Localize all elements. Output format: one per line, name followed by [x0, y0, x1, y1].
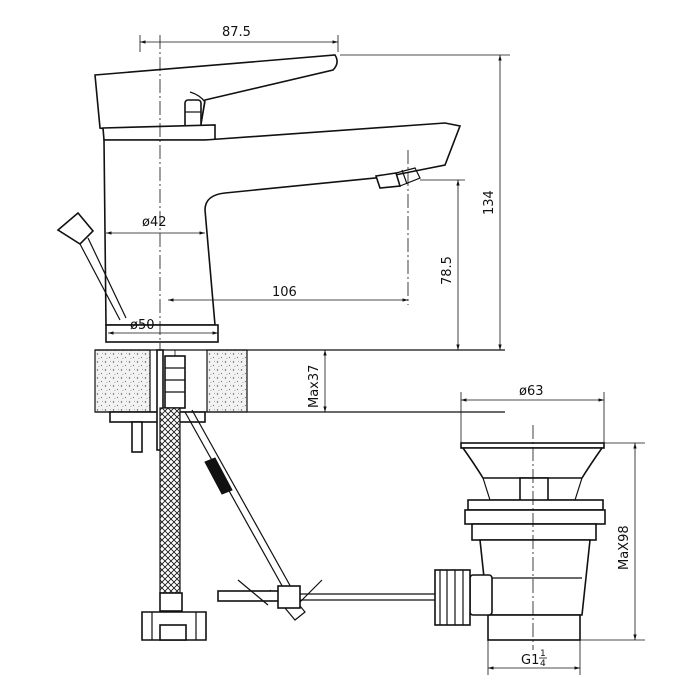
faucet-handle-lever: [94, 54, 338, 137]
dim-106-label: 106: [272, 285, 297, 300]
waste-side-port: [469, 574, 493, 616]
dim-waste-diameter: ø63: [460, 384, 605, 443]
faucet-aerator: [374, 172, 402, 189]
dim-o63-label: ø63: [519, 384, 544, 399]
dim-g1-label: G1: [521, 653, 539, 668]
dim-g1-frac-den: 4: [540, 659, 546, 669]
dim-max37-label: Max37: [307, 365, 322, 408]
waste-drain: [434, 425, 606, 650]
dim-78-5-label: 78.5: [440, 256, 455, 285]
dim-waste-thread: G1 1 4: [487, 640, 581, 675]
dim-counter-thickness: Max37: [307, 350, 327, 412]
hose-connector: [164, 355, 186, 409]
dim-total-height: 134: [340, 54, 510, 350]
waste-tail: [487, 614, 581, 641]
dim-134-label: 134: [482, 190, 497, 215]
countertop: [94, 349, 505, 423]
waste-gasket: [471, 523, 597, 541]
dim-o42-label: ø42: [142, 215, 167, 230]
braided-hose: [159, 407, 181, 594]
popup-rod: [184, 409, 306, 621]
dim-waste-height: MaX98: [580, 442, 645, 641]
dim-max98-label: MaX98: [617, 525, 632, 570]
hose-ferrule: [159, 592, 183, 612]
waste-washer: [467, 499, 604, 511]
stud-nut: [131, 421, 143, 453]
faucet-lift-rod-knob: [56, 211, 95, 246]
dim-base-diameter: ø50: [108, 318, 218, 335]
faucet: [56, 54, 462, 343]
linkage-clamp: [277, 585, 301, 609]
hose-washer: [159, 624, 187, 641]
dim-g1-frac-num: 1: [540, 649, 546, 659]
dim-spout-reach-top: 87.5: [139, 25, 339, 52]
dim-outlet-height: 78.5: [420, 179, 465, 350]
waste-lock-nut: [464, 509, 606, 525]
waste-knurled-nut: [434, 569, 471, 626]
mounting-hardware: [131, 349, 207, 641]
dim-o50-label: ø50: [130, 318, 155, 333]
faucet-body-spout: [103, 122, 462, 326]
dim-body-diameter: ø42: [106, 215, 205, 235]
dim-87-5-label: 87.5: [222, 25, 251, 40]
rod-clip: [204, 457, 233, 495]
dim-spout-reach: 106: [168, 285, 408, 302]
linkage: [217, 579, 435, 609]
faucet-cartridge-cap: [102, 124, 216, 141]
faucet-base: [105, 324, 219, 343]
